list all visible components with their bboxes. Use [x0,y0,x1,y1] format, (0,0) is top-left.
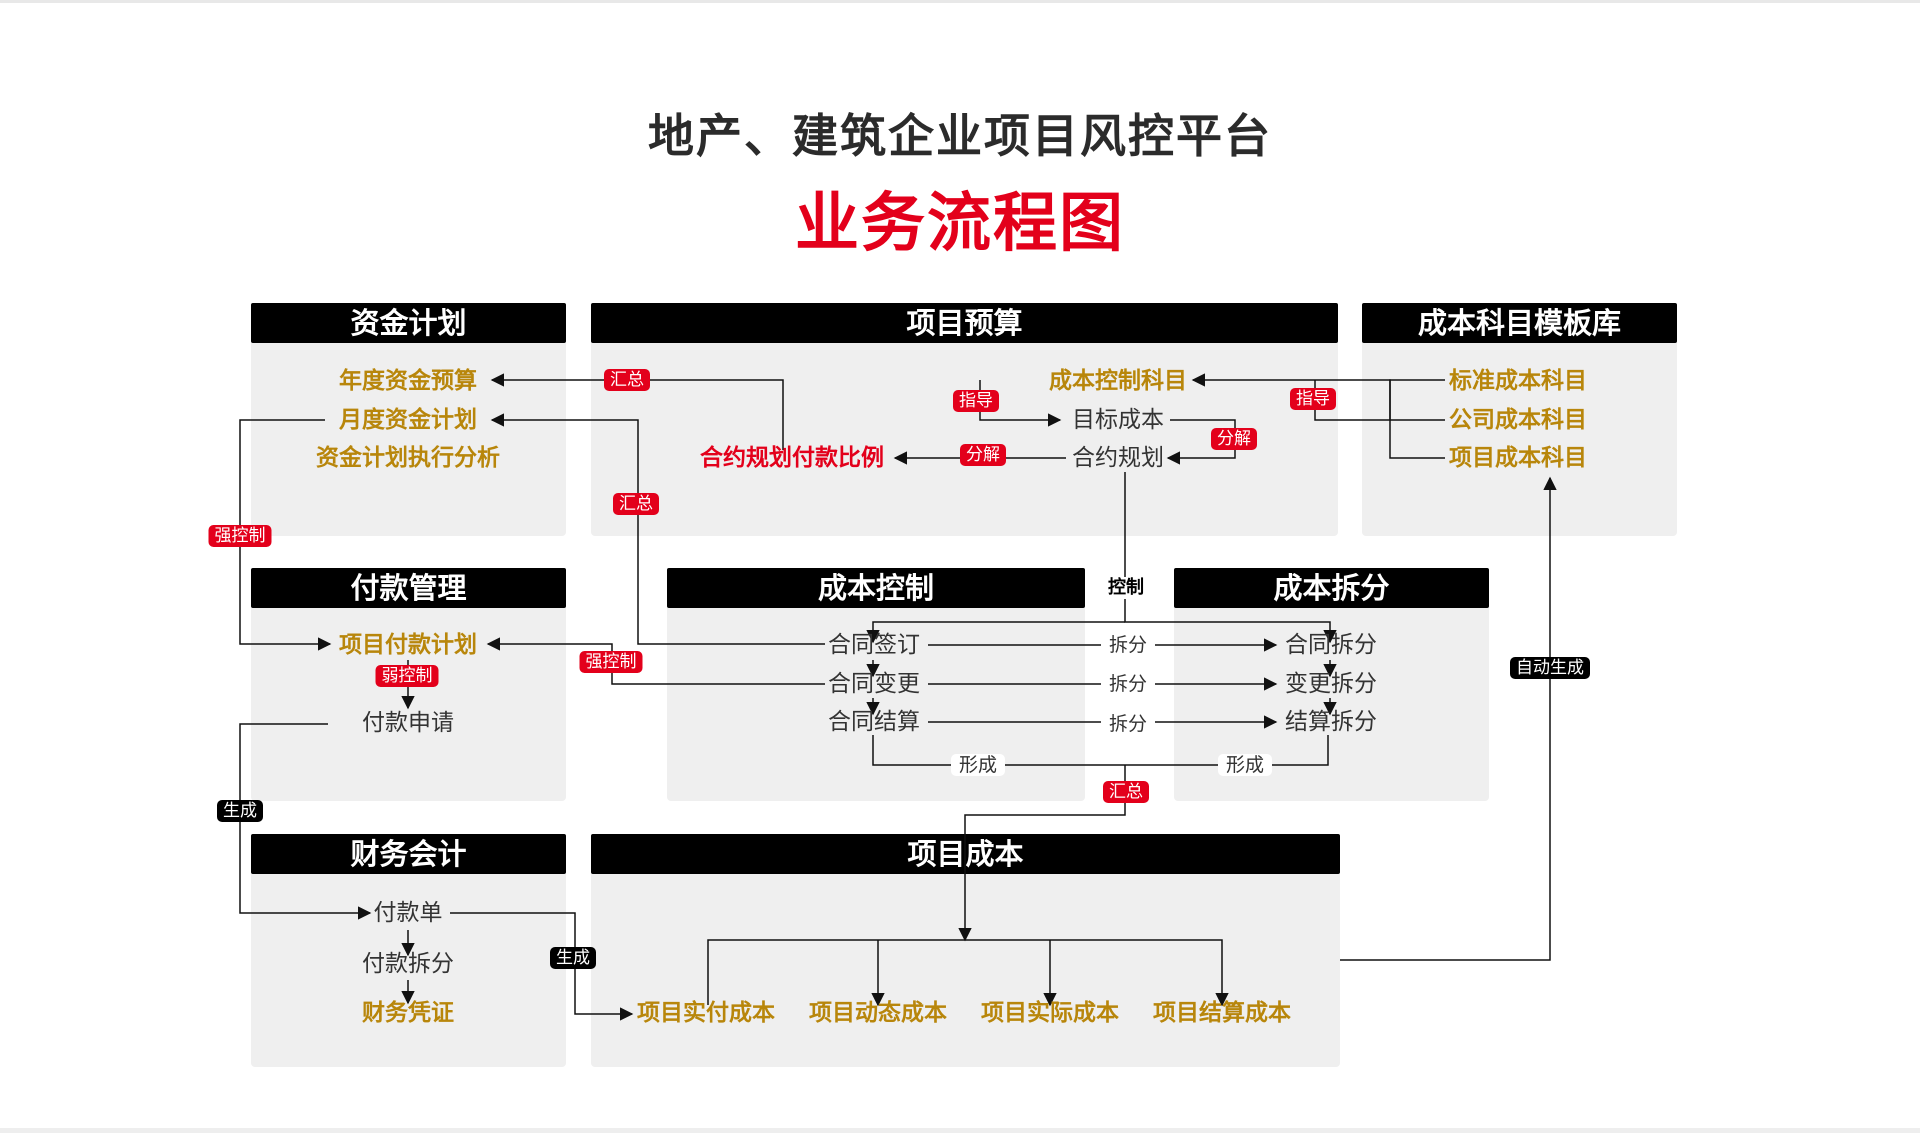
item-standard-subject: 标准成本科目 [1449,368,1587,394]
item-contract-change: 合同变更 [828,671,920,697]
tag-control: 控制 [1102,577,1150,599]
section-cost-template: 成本科目模板库 [1362,303,1677,536]
item-target-cost: 目标成本 [1072,407,1164,433]
tag-form-right: 形成 [1217,754,1273,776]
item-change-split: 变更拆分 [1285,671,1377,697]
bottom-divider [0,1128,1920,1133]
item-dynamic-cost: 项目动态成本 [809,1000,947,1026]
section-fund-plan-title: 资金计划 [251,303,566,343]
item-company-subject: 公司成本科目 [1449,407,1587,433]
link-cost-distribution [707,939,1229,1007]
top-divider [0,0,1920,3]
link-form [872,735,1329,766]
section-cost-control-title: 成本控制 [667,568,1085,608]
link-summary-project-cost [958,765,1126,942]
tag-summary-monthly: 汇总 [613,493,659,515]
item-payment-bill: 付款单 [373,900,443,926]
item-payment-plan: 项目付款计划 [339,632,477,658]
item-payment-request: 付款申请 [362,710,454,736]
tag-auto-generate: 自动生成 [1510,657,1590,679]
link-strong-control-change [486,637,825,685]
tag-summary-annual: 汇总 [604,369,650,391]
tag-form-left: 形成 [950,754,1006,776]
item-contract-payment-ratio: 合约规划付款比例 [700,445,884,471]
section-cost-template-title: 成本科目模板库 [1362,303,1677,343]
item-payment-split: 付款拆分 [362,951,454,977]
tag-generate-payment: 生成 [217,800,263,822]
item-contract-plan: 合约规划 [1072,445,1164,471]
section-cost-split-title: 成本拆分 [1174,568,1489,608]
tag-weak-control: 弱控制 [375,665,439,687]
item-plan-analysis: 资金计划执行分析 [316,445,500,471]
item-settle-split: 结算拆分 [1285,709,1377,735]
section-payment-mgmt-title: 付款管理 [251,568,566,608]
tag-guide-left: 指导 [953,390,999,412]
link-control-sign-down [866,621,1125,644]
item-contract-split: 合同拆分 [1285,632,1377,658]
item-finance-voucher: 财务凭证 [362,1000,454,1026]
tag-strong-control-change: 强控制 [579,651,643,673]
item-real-cost: 项目实际成本 [981,1000,1119,1026]
tag-split-2: 拆分 [1100,673,1156,695]
tag-strong-control-left: 强控制 [208,525,272,547]
section-payment-mgmt: 付款管理 [251,568,566,801]
item-annual-budget: 年度资金预算 [339,368,477,394]
item-monthly-plan: 月度资金计划 [339,407,477,433]
item-actual-paid-cost: 项目实付成本 [637,1000,775,1026]
tag-decompose-right: 分解 [1211,428,1257,450]
section-project-budget-title: 项目预算 [591,303,1338,343]
tag-split-3: 拆分 [1100,713,1156,735]
section-finance: 财务会计 [251,834,566,1067]
tag-guide-right: 指导 [1290,388,1336,410]
item-settlement-cost: 项目结算成本 [1153,1000,1291,1026]
tag-summary-project-cost: 汇总 [1103,781,1149,803]
tag-decompose-left: 分解 [960,444,1006,466]
link-summary-annual [490,373,784,450]
link-template-bracket [1389,379,1445,459]
link-generate-actual-paid [450,912,634,1021]
page-subtitle: 业务流程图 [795,187,1125,261]
page-title: 地产、建筑企业项目风控平台 [648,109,1272,163]
link-summary-monthly [490,413,825,645]
tag-generate-actual-paid: 生成 [550,947,596,969]
item-contract-sign: 合同签订 [828,632,920,658]
link-auto-generate [1340,476,1557,961]
item-control-subject: 成本控制科目 [1049,368,1187,394]
item-contract-settle: 合同结算 [828,709,920,735]
tag-split-1: 拆分 [1100,634,1156,656]
link-control-sign [1124,472,1337,644]
item-project-subject: 项目成本科目 [1449,445,1587,471]
section-finance-title: 财务会计 [251,834,566,874]
